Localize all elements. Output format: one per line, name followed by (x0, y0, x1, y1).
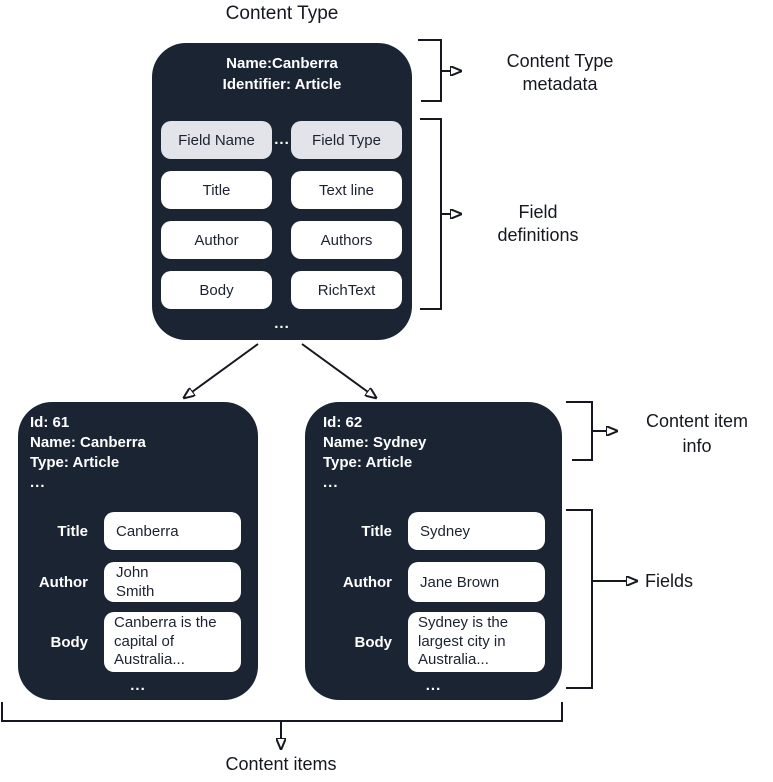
author-field-value: John Smith (104, 562, 241, 602)
content-type-card: Name:Canberra Identifier: Article ... Fi… (152, 43, 412, 340)
body-field-value: Canberra is the capital of Australia... (104, 612, 241, 672)
annotation-content-item-info: Content item info (645, 411, 749, 456)
body-field-label: Body (50, 633, 89, 651)
item-62-id: Id: 62 (323, 414, 363, 431)
content-item-card-61: Id: 61 Name: Canberra Type: Article ... … (18, 402, 258, 700)
content-item-card-62: Id: 62 Name: Sydney Type: Article ... Ti… (305, 402, 562, 700)
item-info-bracket (566, 401, 593, 461)
item-62-title-row: Title Sydney (305, 512, 545, 550)
body-field-value: Sydney is the largest city in Australia.… (408, 612, 545, 672)
item-62-body-row: Body Sydney is the largest city in Austr… (305, 612, 545, 672)
type-to-item61-arrow-icon (192, 343, 259, 392)
body-field-label: Body (354, 633, 393, 651)
field-name-chip-author: Author (161, 221, 272, 259)
item-62-name: Name: Sydney (323, 434, 427, 451)
content-type-identifier: Identifier: Article (222, 76, 342, 93)
annotation-field-definitions: Field definitions (497, 202, 579, 245)
field-type-chip-textline: Text line (291, 171, 402, 209)
item-62-info-ellipsis: ... (323, 474, 339, 491)
field-name-header-chip: Field Name (161, 121, 272, 159)
item-61-footer-ellipsis: ... (130, 677, 146, 694)
content-type-name: Name:Canberra (226, 55, 338, 72)
item-61-type: Type: Article (30, 454, 120, 471)
content-type-card-header: Name:Canberra Identifier: Article (152, 53, 412, 95)
author-field-label: Author (38, 573, 88, 591)
content-items-bracket (1, 702, 563, 722)
field-type-header-chip: Field Type (291, 121, 402, 159)
item-62-type: Type: Article (323, 454, 413, 471)
field-definitions-bracket (420, 118, 442, 310)
type-to-item62-arrow-icon (301, 343, 368, 392)
diagram-title: Content Type (225, 3, 339, 24)
fields-bracket (566, 509, 593, 689)
title-field-label: Title (361, 522, 392, 540)
title-field-value: Sydney (408, 512, 545, 550)
item-61-author-row: Author John Smith (18, 562, 241, 602)
field-definitions-grid: Field Name Field Type Title Text line Au… (161, 121, 402, 309)
item-61-title-row: Title Canberra (18, 512, 241, 550)
content-type-metadata-ellipsis: ... (274, 131, 290, 148)
author-field-label: Author (342, 573, 392, 591)
item-62-author-row: Author Jane Brown (305, 562, 545, 602)
metadata-bracket (418, 39, 442, 102)
item-61-id: Id: 61 (30, 414, 70, 431)
item-62-footer-ellipsis: ... (425, 677, 442, 694)
field-type-chip-authors: Authors (291, 221, 402, 259)
content-type-footer-ellipsis: ... (274, 315, 290, 332)
item-61-info: Id: 61 Name: Canberra Type: Article ... (30, 413, 146, 493)
title-field-value: Canberra (104, 512, 241, 550)
item-61-name: Name: Canberra (30, 434, 146, 451)
author-field-value: Jane Brown (408, 562, 545, 602)
item-62-info: Id: 62 Name: Sydney Type: Article ... (323, 413, 426, 493)
field-name-chip-title: Title (161, 171, 272, 209)
annotation-fields: Fields (645, 571, 694, 591)
field-type-chip-richtext: RichText (291, 271, 402, 309)
annotation-content-type-metadata: Content Type metadata (506, 51, 614, 94)
item-61-info-ellipsis: ... (30, 474, 46, 491)
title-field-label: Title (57, 522, 88, 540)
item-61-body-row: Body Canberra is the capital of Australi… (18, 612, 241, 672)
annotation-content-items: Content items (225, 754, 337, 774)
field-name-chip-body: Body (161, 271, 272, 309)
